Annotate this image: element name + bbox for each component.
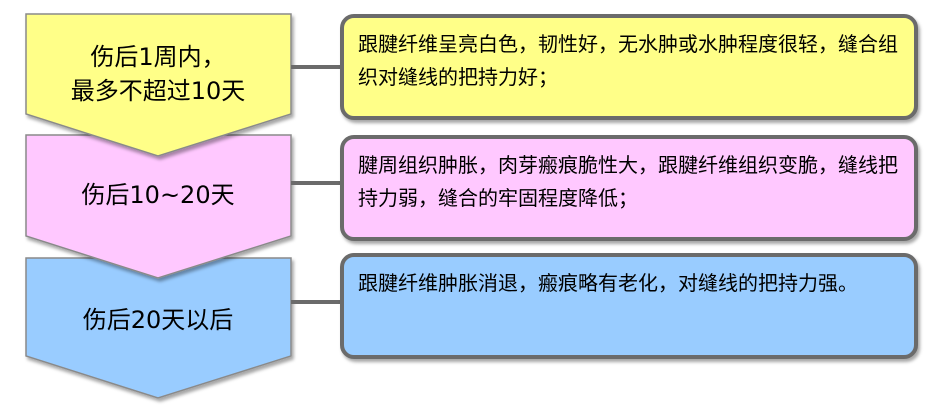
stage-1-description: 跟腱纤维呈亮白色，韧性好，无水肿或水肿程度很轻，缝合组织对缝线的把持力好； bbox=[358, 32, 898, 89]
stage-3-chevron bbox=[25, 257, 292, 399]
stage-3-label: 伤后20天以后 bbox=[26, 303, 290, 337]
stage-2-description: 腱周组织肿胀，肉芽瘢痕脆性大，跟腱纤维组织变脆，缝线把持力弱，缝合的牢固程度降低… bbox=[358, 153, 898, 210]
stage-1-label-line-1: 伤后1周内， bbox=[90, 43, 226, 71]
stage-3-label-line-1: 伤后20天以后 bbox=[82, 306, 234, 334]
stage-2-description-box: 腱周组织肿胀，肉芽瘢痕脆性大，跟腱纤维组织变脆，缝线把持力弱，缝合的牢固程度降低… bbox=[340, 135, 918, 241]
stage-1-label-line-2: 最多不超过10天 bbox=[70, 77, 246, 105]
stage-1-label: 伤后1周内， 最多不超过10天 bbox=[26, 40, 290, 108]
stage-1-description-box: 跟腱纤维呈亮白色，韧性好，无水肿或水肿程度很轻，缝合组织对缝线的把持力好； bbox=[340, 14, 918, 120]
stage-2-label: 伤后10~20天 bbox=[26, 178, 290, 212]
stage-1-chevron bbox=[25, 13, 292, 157]
stage-3-description: 跟腱纤维肿胀消退，瘢痕略有老化，对缝线的把持力强。 bbox=[358, 271, 858, 295]
stage-2-label-line-1: 伤后10~20天 bbox=[81, 181, 235, 209]
stage-3-description-box: 跟腱纤维肿胀消退，瘢痕略有老化，对缝线的把持力强。 bbox=[340, 253, 918, 359]
stage-2-chevron bbox=[25, 134, 292, 279]
